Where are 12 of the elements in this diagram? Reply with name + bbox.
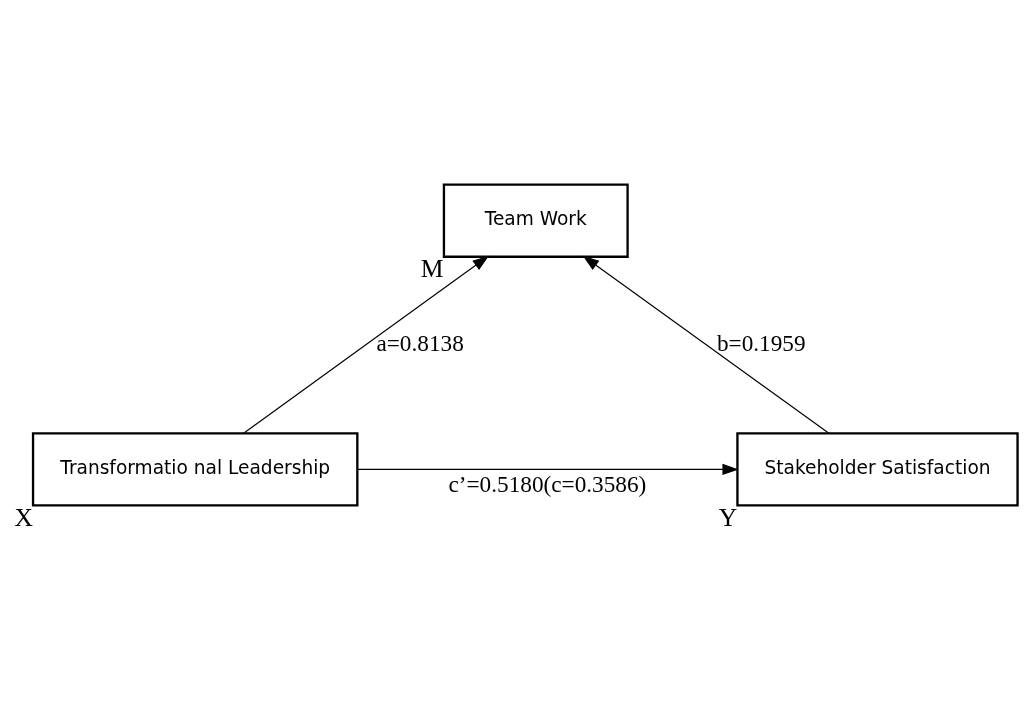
arrow: [242, 255, 489, 434]
arrow: [356, 463, 739, 476]
node-label: M: [420, 254, 443, 284]
node-box: Stakeholder Satisfaction: [735, 432, 1019, 507]
node-box: Team Work: [442, 183, 629, 258]
edge-label: a=0.8138: [375, 329, 464, 356]
edge-label: c’=0.5180(c=0.3586): [447, 470, 646, 497]
node-label: Y: [718, 502, 737, 532]
node-label: X: [13, 502, 33, 532]
arrow: [582, 255, 829, 434]
node-box: Transformatio nal Leadership: [31, 432, 358, 507]
edge-label: b=0.1959: [716, 329, 806, 356]
